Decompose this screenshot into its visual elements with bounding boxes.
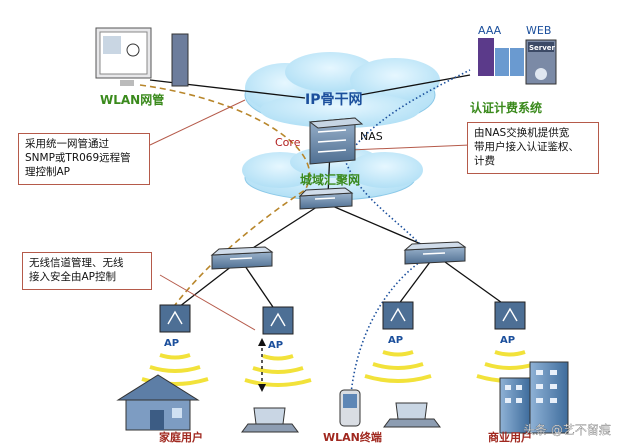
access-switch-right — [403, 241, 467, 265]
note-line: 计费 — [474, 155, 495, 167]
note-line: 采用统一网管通过 — [25, 138, 109, 150]
user-dotted-path — [344, 69, 471, 406]
auth-billing-label: 认证计费系统 — [470, 100, 542, 115]
wlan-management-workstation — [95, 27, 189, 87]
note-line: 理控制AP — [25, 166, 71, 178]
ap-label-1: AP — [164, 338, 179, 349]
ap-label-4: AP — [500, 335, 515, 346]
aaa-label: AAA — [478, 24, 502, 37]
note-line: 接入安全由AP控制 — [29, 271, 117, 283]
note-line: 无线信道管理、无线 — [29, 257, 124, 269]
note-unified-management: 采用统一网管通过 SNMP或TR069远程管 理控制AP — [18, 133, 150, 185]
access-point-4 — [494, 301, 526, 330]
ap-label-2: AP — [268, 340, 283, 351]
note-line: 带用户接入认证鉴权、 — [474, 141, 579, 153]
note-line: 由NAS交换机提供宽 — [474, 127, 570, 139]
network-links — [149, 74, 506, 311]
server-label: Server — [529, 44, 556, 52]
aggregation-switch — [298, 187, 354, 210]
access-point-2 — [262, 306, 294, 335]
web-label: WEB — [526, 24, 551, 37]
office-building-icon — [499, 361, 569, 434]
ip-backbone-cloud — [244, 52, 440, 128]
wlan-management-label: WLAN网管 — [100, 92, 164, 107]
note-ap-control: 无线信道管理、无线 接入安全由AP控制 — [22, 252, 152, 290]
watermark: 头条 @艺不留痕 — [523, 422, 611, 437]
wlan-terminal-label: WLAN终端 — [323, 430, 382, 444]
access-point-3 — [382, 301, 414, 330]
business-user-label: 商业用户 — [488, 430, 532, 444]
metro-aggregation-label: 城域汇聚网 — [300, 172, 360, 187]
bidirectional-arrow-icon — [258, 338, 266, 392]
home-user-label: 家庭用户 — [159, 430, 203, 444]
core-nas-switch — [308, 117, 364, 165]
callout-lines — [149, 99, 471, 331]
ap-label-3: AP — [388, 335, 403, 346]
access-switch-left — [210, 246, 274, 270]
access-point-1 — [159, 304, 191, 333]
mobile-phone-icon — [339, 389, 361, 427]
nas-label: NAS — [360, 130, 383, 143]
ip-backbone-label: IP骨干网 — [305, 91, 362, 108]
laptop-icon-1 — [241, 407, 299, 433]
wireless-waves — [141, 350, 544, 387]
note-nas-auth: 由NAS交换机提供宽 带用户接入认证鉴权、 计费 — [467, 122, 599, 174]
core-label: Core — [275, 136, 301, 149]
laptop-icon-2 — [383, 402, 441, 428]
note-line: SNMP或TR069远程管 — [25, 152, 131, 164]
auth-billing-servers — [478, 38, 557, 85]
home-house-icon — [116, 374, 200, 431]
